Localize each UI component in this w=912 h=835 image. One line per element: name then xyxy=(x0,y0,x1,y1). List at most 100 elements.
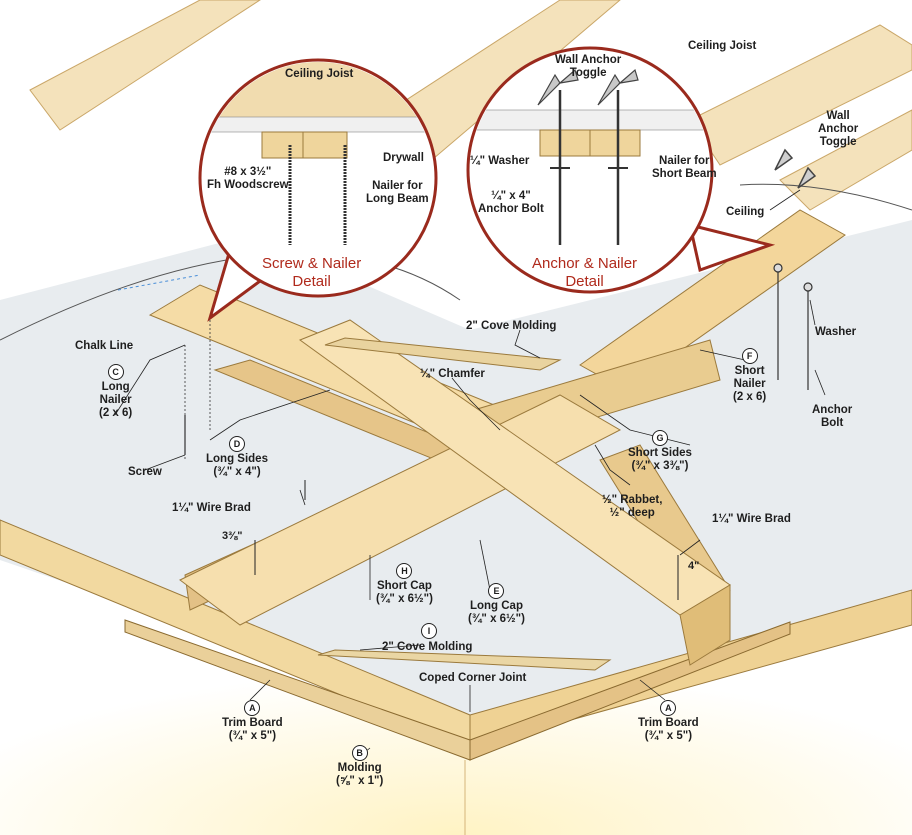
part-a-right-line1: Trim Board xyxy=(638,717,699,729)
part-f-line2: Nailer xyxy=(733,378,766,390)
ceiling-label: Ceiling xyxy=(726,206,765,218)
ceiling-edge-right xyxy=(739,183,912,211)
part-a-right-dims: (¾" x 5") xyxy=(644,730,693,742)
callout-right-bolt-label: ¼" x 4" Anchor Bolt xyxy=(478,190,544,216)
screw-spec-line2: Fh Woodscrew xyxy=(207,179,289,191)
part-g-label: G Short Sides (¾" x 3⅜") xyxy=(628,430,692,473)
part-a-right-label: A Trim Board (¾" x 5") xyxy=(638,700,699,743)
part-h-badge: H xyxy=(396,563,413,579)
rabbet-line2: ½" deep xyxy=(609,507,655,519)
part-e-line1: Long Cap xyxy=(469,600,523,612)
toggle-line1: Wall Anchor xyxy=(555,54,622,66)
part-h-dims: (¾" x 6½") xyxy=(376,593,433,605)
part-g-dims: (¾" x 3⅜") xyxy=(631,460,689,472)
washer-label: Washer xyxy=(815,326,857,338)
cove-molding-top xyxy=(324,337,562,371)
part-e-badge: E xyxy=(488,583,505,599)
rabbet-label: ½" Rabbet, ½" deep xyxy=(602,494,662,520)
part-a-left-line1: Trim Board xyxy=(222,717,283,729)
part-e-label: E Long Cap (¾" x 6½") xyxy=(468,583,525,626)
part-c-dims: (2 x 6) xyxy=(99,407,133,419)
part-a-right-badge: A xyxy=(660,700,677,716)
callout-right-washer-label: ¼" Washer xyxy=(470,155,530,167)
part-f-label: F Short Nailer (2 x 6) xyxy=(733,348,766,404)
part-b-label: B Molding (⅝" x 1") xyxy=(336,745,383,788)
part-c-label: C Long Nailer (2 x 6) xyxy=(99,364,132,420)
part-d-label: D Long Sides (¾" x 4") xyxy=(206,436,268,479)
part-a-left-dims: (¾" x 5") xyxy=(228,730,277,742)
toggle-line2: Toggle xyxy=(569,67,607,79)
part-b-dims: (⅝" x 1") xyxy=(336,775,384,787)
part-d-badge: D xyxy=(228,436,245,452)
callout-left-screw-label: #8 x 3½" Fh Woodscrew xyxy=(207,166,289,192)
anchor-nailer-title: Anchor & Nailer xyxy=(532,255,638,272)
nailer-short-line2: Short Beam xyxy=(652,168,717,180)
part-c-line1: Long xyxy=(101,381,130,393)
part-f-badge: F xyxy=(741,348,758,364)
dimension-3-3-8-label: 3⅜" xyxy=(222,530,243,542)
part-a-left-label: A Trim Board (¾" x 5") xyxy=(222,700,283,743)
anchor-bolt-label: Anchor Bolt xyxy=(812,404,852,430)
cove-molding-bottom xyxy=(317,649,612,671)
dimension-4-label: 4" xyxy=(688,560,700,572)
callout-right-nailer-label: Nailer for Short Beam xyxy=(652,155,717,181)
part-g-badge: G xyxy=(651,430,668,446)
screw-label: Screw xyxy=(128,466,162,478)
anchor-nailer-detail-callout xyxy=(466,46,776,294)
screw-c xyxy=(184,320,211,460)
anchor-nailer-subtitle: Detail xyxy=(565,273,604,290)
molding-right xyxy=(469,621,791,761)
bolt-spec-line1: ¼" x 4" xyxy=(491,190,531,202)
part-h-line1: Short Cap xyxy=(376,580,432,592)
wall-anchor-line3: Toggle xyxy=(819,136,857,148)
part-e-dims: (¾" x 6½") xyxy=(468,613,525,625)
callout-left-title: Screw & Nailer Detail xyxy=(262,255,361,291)
cove-molding-top-label: 2" Cove Molding xyxy=(466,320,557,332)
wall-anchor-line2: Anchor xyxy=(818,123,859,135)
part-b-badge: B xyxy=(351,745,368,761)
part-d-dims: (¾" x 4") xyxy=(213,466,261,478)
callout-left-nailer-label: Nailer for Long Beam xyxy=(366,180,429,206)
wall-anchor-toggle-label: Wall Anchor Toggle xyxy=(818,110,858,149)
anchor-bolt-line2: Bolt xyxy=(820,417,844,429)
wire-brad-left-label: 1¼" Wire Brad xyxy=(172,502,251,514)
wall-anchor-line1: Wall xyxy=(826,110,850,122)
part-i-badge: I xyxy=(421,623,437,639)
screw-spec-line1: #8 x 3½" xyxy=(224,166,272,178)
part-i-label: I xyxy=(421,623,437,640)
wire-brad-right-label: 1¼" Wire Brad xyxy=(712,513,791,525)
chamfer-label: ¼" Chamfer xyxy=(420,368,485,380)
part-h-label: H Short Cap (¾" x 6½") xyxy=(376,563,433,606)
coped-corner-label: Coped Corner Joint xyxy=(419,672,527,684)
nailer-long-line1: Nailer for xyxy=(372,180,423,192)
part-b-line1: Molding xyxy=(337,762,382,774)
anchor-bolt-f xyxy=(773,263,813,390)
part-g-line1: Short Sides xyxy=(628,447,692,459)
part-f-line1: Short xyxy=(734,365,765,377)
callout-right-toggle-label: Wall Anchor Toggle xyxy=(555,54,621,80)
rabbet-line1: ½" Rabbet, xyxy=(602,494,663,506)
part-a-left-badge: A xyxy=(244,700,261,716)
callout-left-drywall-label: Drywall xyxy=(383,152,424,164)
long-cap-end xyxy=(679,584,731,666)
part-d-line1: Long Sides xyxy=(206,453,268,465)
nailer-short-line1: Nailer for xyxy=(659,155,710,167)
nailer-long-line2: Long Beam xyxy=(366,193,429,205)
part-f-dims: (2 x 6) xyxy=(733,391,767,403)
dimension-lines xyxy=(254,480,679,600)
wall-anchor-toggle-outside xyxy=(774,148,817,189)
screw-nailer-title: Screw & Nailer xyxy=(262,255,362,272)
bolt-spec-line2: Anchor Bolt xyxy=(478,203,544,215)
part-c-line2: Nailer xyxy=(99,394,132,406)
chalk-line-label: Chalk Line xyxy=(75,340,134,352)
part-c-badge: C xyxy=(107,364,124,380)
ceiling-joists xyxy=(29,0,912,211)
ceiling-joist-label: Ceiling Joist xyxy=(688,40,757,52)
chalk-line xyxy=(117,274,201,291)
callout-left-joist-label: Ceiling Joist xyxy=(285,68,354,80)
anchor-bolt-line1: Anchor xyxy=(812,404,853,416)
callout-right-title: Anchor & Nailer Detail xyxy=(532,255,637,291)
screw-nailer-subtitle: Detail xyxy=(292,273,331,290)
cove-molding-bottom-label: 2" Cove Molding xyxy=(382,641,473,653)
